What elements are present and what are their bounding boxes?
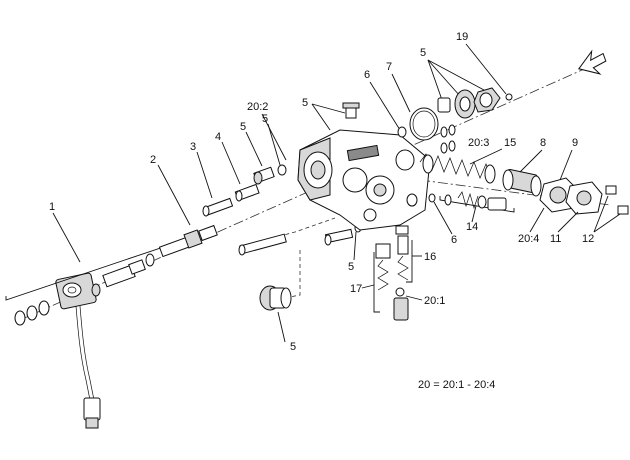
sleeve-8 (502, 168, 542, 197)
coil-cable (75, 305, 101, 429)
callout-11: 11 (550, 233, 561, 245)
leader-5e (353, 231, 357, 261)
callout-20-2: 20:2 (247, 101, 268, 113)
leader-9 (559, 149, 573, 181)
leader-20-2 (261, 113, 287, 161)
oring-5b (277, 164, 287, 176)
callout-20-4: 20:4 (518, 233, 539, 245)
bolt-4 (234, 183, 260, 202)
callout-16: 16 (424, 251, 436, 263)
leader-6b (433, 201, 453, 235)
leader-15 (469, 148, 503, 165)
long-bolt-lower (238, 233, 287, 256)
callout-5a: 5 (240, 121, 246, 133)
washer-6b (428, 193, 436, 203)
valve-stack-lower (375, 225, 409, 321)
callout-15: 15 (504, 137, 516, 149)
leader-17 (361, 284, 375, 289)
leader-8 (519, 149, 543, 173)
leader-2 (157, 164, 191, 226)
leader-7 (391, 73, 411, 113)
washers-left (14, 283, 101, 326)
bleed-screw-top (342, 102, 360, 119)
callout-5f: 5 (420, 47, 426, 59)
end-cap-11 (565, 181, 603, 215)
valve-stem (102, 253, 155, 288)
leader-20-1 (405, 295, 423, 301)
leader-5b (267, 123, 281, 166)
leader-12a (593, 195, 609, 233)
callout-7: 7 (386, 61, 392, 73)
leader-5d (277, 311, 286, 343)
main-axis-line (19, 61, 601, 321)
callout-19: 19 (456, 31, 468, 43)
callout-17: 17 (350, 283, 362, 295)
bolt-3 (202, 197, 234, 217)
short-bolt-center (324, 228, 354, 246)
leader-5a (245, 131, 263, 167)
plug-5-left (253, 166, 275, 185)
leader-1 (52, 212, 81, 263)
leader-20-4 (529, 207, 545, 233)
callout-6b: 6 (451, 234, 457, 246)
callout-4: 4 (215, 131, 221, 143)
leader-3 (196, 151, 213, 199)
solenoid-coil (55, 272, 97, 310)
lower-axis-line (419, 179, 611, 206)
seal-stack (440, 124, 456, 154)
leader-4 (221, 141, 241, 185)
callout-6a: 6 (364, 69, 370, 81)
callout-12: 12 (582, 233, 594, 245)
callout-14: 14 (466, 221, 478, 233)
leader-5f-2 (427, 59, 461, 97)
axis-dash-lower (274, 250, 301, 301)
callout-8: 8 (540, 137, 546, 149)
leader-5c-1 (311, 103, 331, 131)
spring-15 (419, 153, 496, 184)
leader-6a (369, 81, 401, 131)
valve-cartridge (158, 224, 218, 258)
callout-1: 1 (49, 201, 55, 213)
leader-5f-3 (427, 59, 485, 91)
callout-9: 9 (572, 137, 578, 149)
washer-6a (397, 126, 407, 138)
callout-20-3: 20:3 (468, 137, 489, 149)
bracket-14 (439, 196, 515, 213)
oring-7 (409, 107, 439, 141)
callout-20-1: 20:1 (424, 295, 445, 307)
washer-19 (505, 93, 513, 101)
leader-5f-1 (427, 59, 443, 101)
bracket-17 (373, 252, 380, 313)
callout-5d: 5 (290, 341, 296, 353)
bracket-16 (406, 240, 413, 283)
leader-12b (593, 213, 621, 233)
plug-5-lower (259, 285, 292, 311)
pump-housing (297, 129, 431, 231)
screws-12 (605, 185, 629, 215)
callout-5c: 5 (302, 97, 308, 109)
callout-2: 2 (150, 154, 156, 166)
leader-14 (471, 205, 477, 223)
leader-19 (465, 43, 507, 95)
leader-5c-2 (311, 103, 346, 114)
leader-11 (557, 211, 579, 233)
bracket-1 (5, 226, 215, 301)
callout-5e: 5 (348, 261, 354, 273)
footnote: 20 = 20:1 - 20:4 (418, 379, 495, 391)
callout-3: 3 (190, 141, 196, 153)
valve-14 (439, 191, 515, 213)
piston-parts-top (437, 87, 501, 119)
direction-arrow-icon (577, 49, 607, 75)
